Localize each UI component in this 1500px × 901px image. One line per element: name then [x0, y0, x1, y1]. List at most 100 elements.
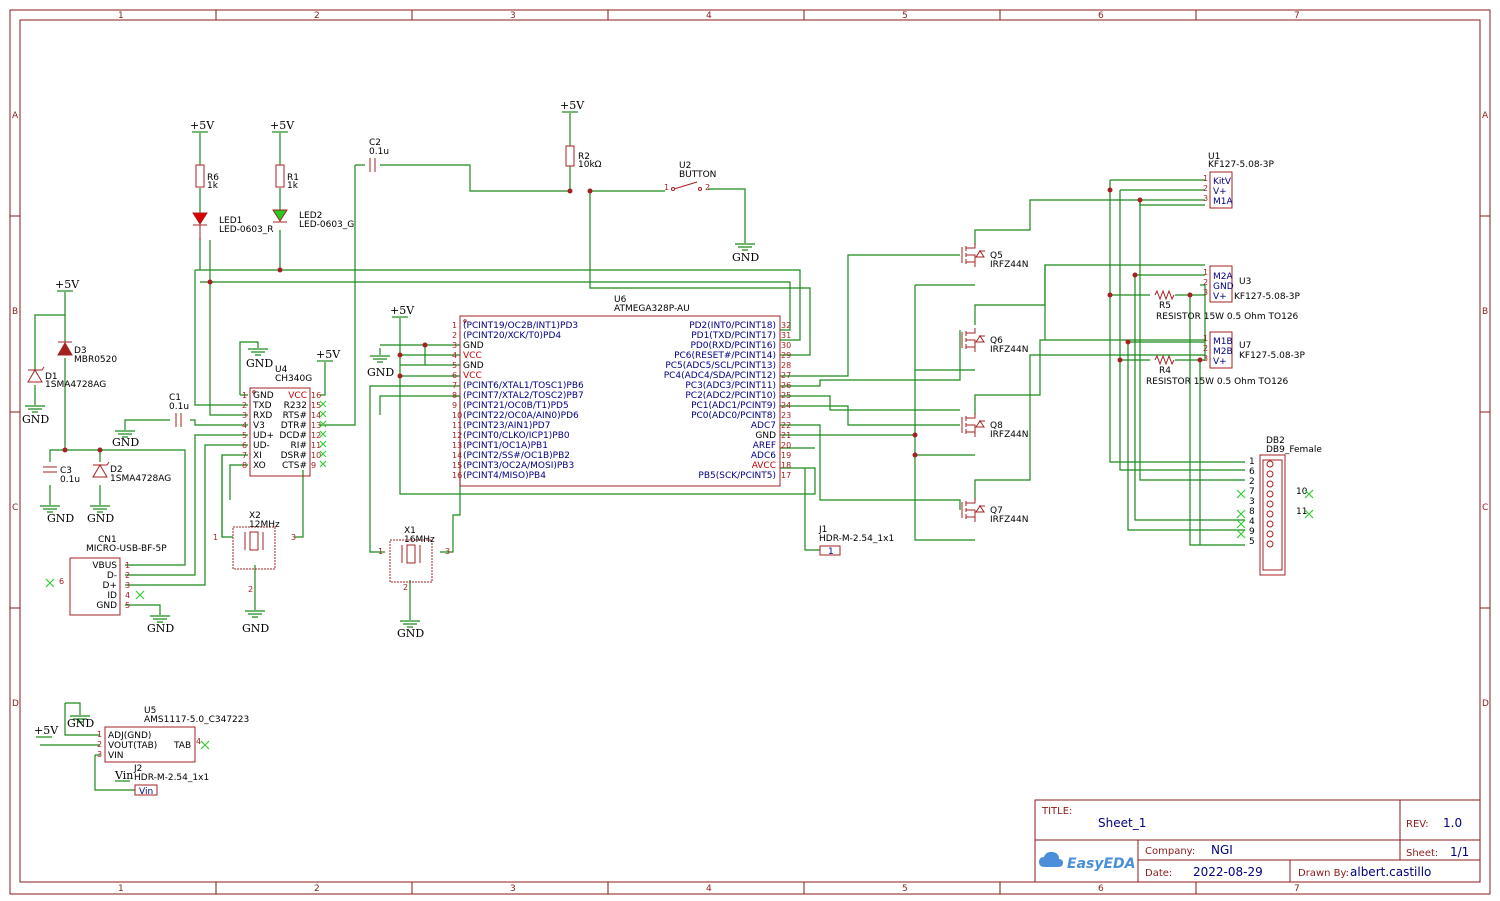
- q7-val: IRFZ44N: [990, 515, 1028, 525]
- u6-pin-num-4: 4: [452, 351, 457, 360]
- nc-marker: [319, 450, 327, 458]
- u6-pin-num-22: 22: [781, 421, 791, 430]
- svg-text:ADJ(GND): ADJ(GND): [108, 731, 151, 741]
- u6-pin-l-11: (PCINT23/AIN1)PD7: [463, 421, 550, 431]
- junctions: [62, 187, 1203, 458]
- svg-text:3: 3: [291, 533, 296, 542]
- svg-text:V+: V+: [1213, 187, 1227, 197]
- svg-text:J2: J2: [133, 764, 142, 774]
- col-label-1: 1: [118, 11, 124, 21]
- nc-marker: [319, 400, 327, 408]
- svg-text:KF127-5.08-3P: KF127-5.08-3P: [1239, 351, 1306, 361]
- svg-text:6: 6: [59, 577, 64, 586]
- u6-pin-r-32: PD2(INT0/PCINT18): [689, 321, 776, 331]
- u4-pin-r-12: DCD#: [279, 431, 307, 441]
- nc-marker: [319, 420, 327, 428]
- u6-pin-l-14: (PCINT2/SS#/OC1B)PB2: [463, 451, 570, 461]
- gnd-symbol-c1: GND: [112, 430, 139, 449]
- gnd-symbol-cn1: GND: [147, 615, 174, 635]
- u6-pin-num-17: 17: [781, 471, 791, 480]
- gnd-symbol-u6: GND: [367, 355, 394, 379]
- svg-text:C3: C3: [60, 466, 72, 476]
- resistor-r4: R4 RESISTOR 15W 0.5 Ohm TO126: [1146, 354, 1289, 387]
- u6-pin-l-1: (PCINT19/OC2B/INT1)PD3: [463, 321, 578, 331]
- title-label: TITLE:: [1041, 806, 1072, 817]
- svg-text:10kΩ: 10kΩ: [578, 160, 602, 170]
- crystal-x1: 1 3 2 X1 16MHz: [378, 526, 450, 592]
- u6-pin-num-19: 19: [781, 451, 791, 460]
- u4-pin-ud-: UD-: [253, 441, 270, 451]
- drawn-by-value: albert.castillo: [1350, 865, 1431, 879]
- db9-pin-2: 2: [1249, 477, 1255, 487]
- u6-pin-num-8: 8: [452, 391, 457, 400]
- resistor-r1: R1 1k: [275, 164, 299, 191]
- power-5v-r2: +5V: [560, 99, 585, 112]
- svg-text:3: 3: [1203, 194, 1208, 203]
- row-label-C: C: [12, 503, 18, 513]
- u6-pin-l-3: GND: [463, 341, 484, 351]
- col-label-5: 5: [902, 11, 908, 21]
- cn1-pin-num-3: 3: [125, 581, 130, 590]
- u6-pin-r-17: PB5(SCK/PCINT5): [698, 471, 776, 481]
- row-label-right-D: D: [1482, 699, 1489, 709]
- svg-text:KF127-5.08-3P: KF127-5.08-3P: [1208, 160, 1275, 170]
- resistor-r5: R5 RESISTOR 15W 0.5 Ohm TO126: [1154, 289, 1299, 322]
- col-label-6: 6: [1098, 11, 1104, 21]
- led2-green: LED2 LED-0603_G: [272, 209, 354, 230]
- u6-pin-num-9: 9: [452, 401, 457, 410]
- gnd-symbol-u4: GND: [246, 348, 273, 370]
- svg-text:1: 1: [1203, 268, 1208, 277]
- svg-text:1SMA4728AG: 1SMA4728AG: [45, 380, 106, 390]
- svg-text:Sheet:: Sheet:: [1406, 848, 1438, 859]
- svg-text:GND: GND: [397, 627, 424, 640]
- u4-pin-txd: TXD: [252, 401, 272, 411]
- u6-pin-num-31: 31: [781, 331, 791, 340]
- u4-pin-num-11: 11: [311, 441, 321, 450]
- u6-pin-l-2: (PCINT20/XCK/T0)PD4: [463, 331, 561, 341]
- svg-text:V+: V+: [1213, 292, 1227, 302]
- db9-pin-11: 11: [1296, 507, 1307, 517]
- u6-pin-l-10: (PCINT22/OC0A/AIN0)PD6: [463, 411, 579, 421]
- u6-pin-num-12: 12: [452, 431, 462, 440]
- cn1-pin-gnd: GND: [96, 601, 117, 611]
- svg-text:X2: X2: [249, 511, 261, 521]
- u6-pin-num-5: 5: [452, 361, 457, 370]
- row-label-right-A: A: [1482, 111, 1489, 121]
- ic-u6-atmega328p: U6 ATMEGA328P-AU 1(PCINT19/OC2B/INT1)PD3…: [452, 295, 791, 487]
- svg-text:1: 1: [664, 183, 669, 192]
- svg-text:D1: D1: [45, 372, 58, 382]
- u6-pin-num-15: 15: [452, 461, 462, 470]
- u4-pin-v3: V3: [253, 421, 265, 431]
- svg-text:U7: U7: [1239, 341, 1251, 351]
- svg-text:GND: GND: [147, 622, 174, 635]
- db9-contact-4: [1266, 520, 1274, 528]
- svg-text:TAB: TAB: [173, 741, 191, 751]
- svg-text:1k: 1k: [287, 181, 299, 191]
- svg-text:2: 2: [1203, 344, 1208, 353]
- svg-text:Vin: Vin: [139, 787, 153, 797]
- led1-red: LED1 LED-0603_R: [192, 212, 274, 240]
- u6-pin-num-7: 7: [452, 381, 457, 390]
- u6-pin-r-31: PD1(TXD/PCINT17): [691, 331, 776, 341]
- power-5v-u6: +5V: [390, 304, 415, 317]
- u4-pin-ud+: UD+: [253, 431, 274, 441]
- svg-text:1SMA4728AG: 1SMA4728AG: [110, 474, 171, 484]
- svg-text:GND: GND: [67, 717, 94, 730]
- u4-pin-r-13: DTR#: [281, 421, 307, 431]
- db9-pin-9: 9: [1249, 527, 1255, 537]
- col-label-4: 4: [706, 11, 712, 21]
- u6-pin-r-24: PC1(ADC1/PCINT9): [691, 401, 776, 411]
- power-5v-r1: +5V: [270, 119, 295, 132]
- u6-pin-l-8: (PCINT7/XTAL2/TOSC2)PB7: [463, 391, 584, 401]
- u6-pin-r-20: AREF: [753, 441, 776, 451]
- u6-pin-l-12: (PCINT0/CLKO/ICP1)PB0: [463, 431, 570, 441]
- power-5v-d3: +5V: [55, 278, 80, 291]
- u6-pin-num-20: 20: [781, 441, 791, 450]
